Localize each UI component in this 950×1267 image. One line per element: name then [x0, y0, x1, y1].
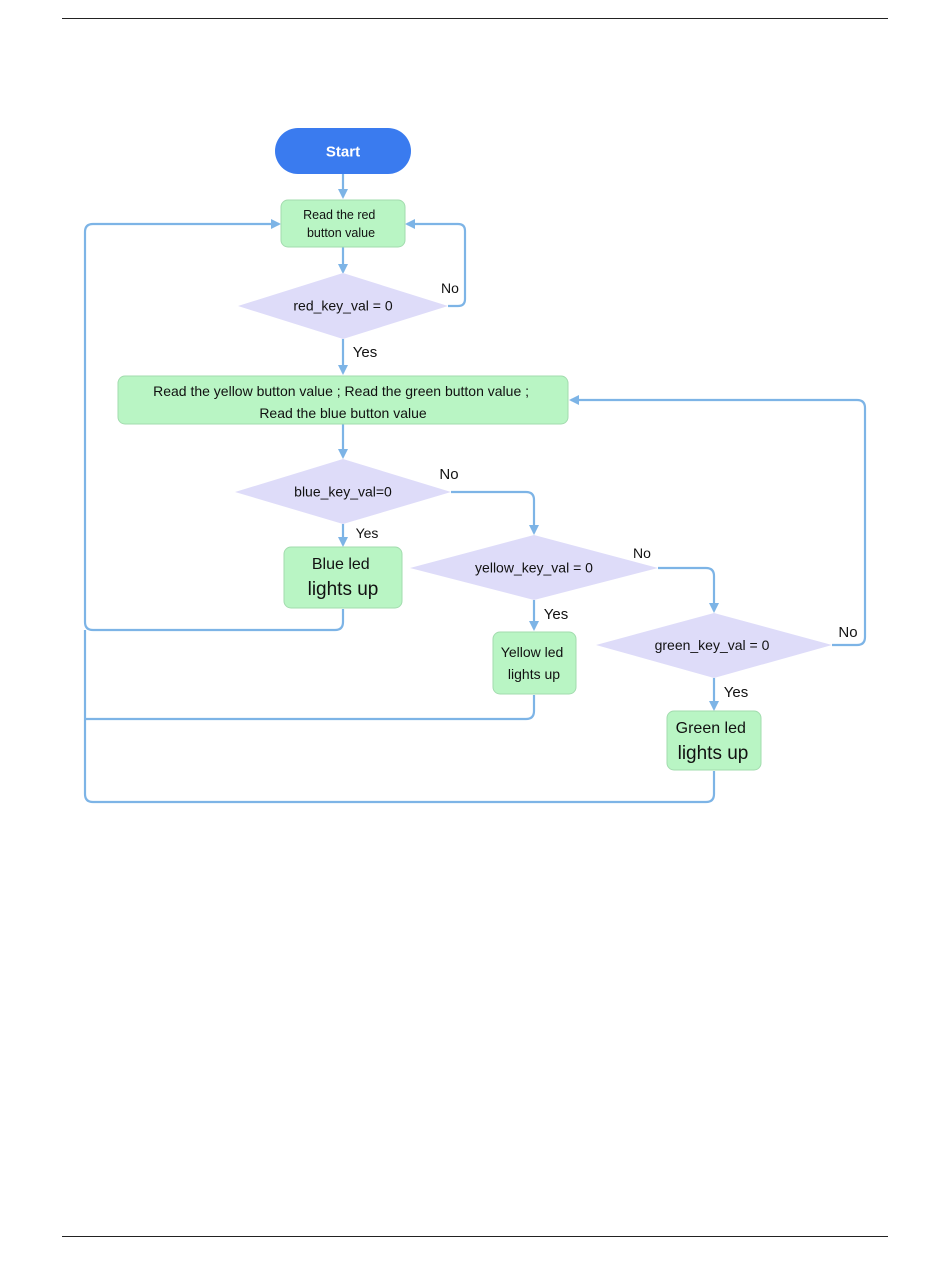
green-decision-label: green_key_val = 0	[655, 637, 770, 653]
connector-blue-no	[451, 492, 534, 533]
yellow-led-box	[493, 632, 576, 694]
yellow-yes-label: Yes	[544, 606, 568, 623]
green-no-label: No	[838, 624, 857, 641]
connector-green-led-return	[85, 630, 714, 802]
blue-no-label: No	[439, 466, 458, 483]
red-decision-label: red_key_val = 0	[293, 298, 392, 314]
start-label: Start	[326, 144, 360, 161]
red-yes-label: Yes	[353, 344, 377, 361]
connector-green-no-loop	[571, 400, 865, 645]
connector-yellow-led-return	[85, 695, 534, 719]
yellow-no-label: No	[633, 545, 651, 561]
green-yes-label: Yes	[724, 684, 748, 701]
blue-yes-label: Yes	[356, 525, 379, 541]
blue-decision-label: blue_key_val=0	[294, 484, 392, 500]
yellow-decision-label: yellow_key_val = 0	[475, 560, 593, 576]
red-no-label: No	[441, 280, 459, 296]
connector-yellow-no	[658, 568, 714, 611]
